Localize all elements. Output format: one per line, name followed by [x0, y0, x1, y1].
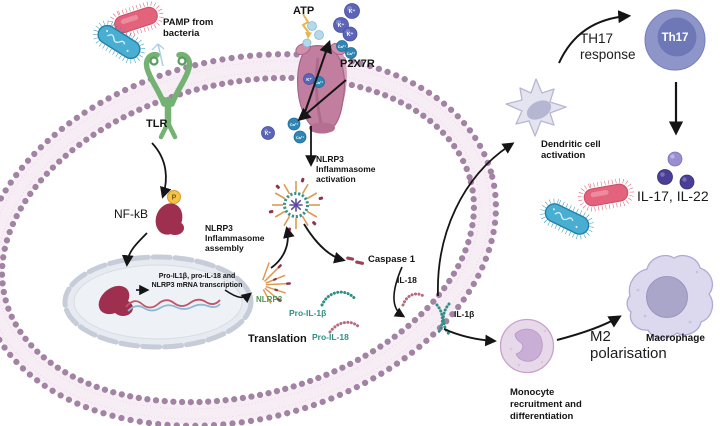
bacteria-red-icon	[578, 179, 633, 212]
arrow-caspase-to-il1b	[393, 266, 406, 318]
p2x7r-label: P2X7R	[340, 58, 375, 70]
ion-label: Ca²⁺	[338, 44, 347, 49]
phosphate-icon: P	[167, 190, 181, 204]
arrow-il1b-to-monocyte	[443, 328, 497, 347]
il17-il22-label: IL-17, IL-22	[637, 188, 709, 204]
pro-il1b-label: Pro-IL-1β	[289, 308, 327, 318]
il18-strand-icon	[401, 292, 427, 307]
il1b-strand-icon	[435, 302, 451, 336]
pro-il18-strand-icon	[328, 320, 362, 334]
potassium-ion-icon: K⁺	[344, 3, 360, 19]
tlr-label: TLR	[146, 118, 168, 130]
atp-icon	[301, 13, 324, 48]
potassium-ion-icon: K⁺	[261, 126, 275, 140]
macrophage-label: Macrophage	[646, 333, 705, 344]
pro-il1b-strand-icon	[320, 290, 358, 307]
calcium-ion-icon: Ca²⁺	[336, 40, 348, 52]
th17-response-label: TH17 response	[580, 31, 636, 62]
monocyte-icon	[499, 318, 555, 374]
caspase1-icon	[346, 256, 365, 265]
th17-cell-label: Th17	[661, 32, 689, 44]
ion-label: Ca²⁺	[347, 51, 356, 56]
arrow-m2-polarisation	[556, 315, 622, 341]
arrow-inflammasome-to-caspase	[303, 223, 346, 264]
ion-label: K⁺	[349, 8, 356, 15]
ion-label: K⁺	[306, 77, 312, 82]
nfkb-protein-icon	[155, 203, 184, 235]
pamp-label: PAMP from bacteria	[163, 17, 214, 40]
arrow-nucleus-to-nlrp3	[224, 289, 252, 303]
translation-label: Translation	[248, 333, 307, 345]
arrow-dendritic-to-th17	[558, 10, 632, 64]
calcium-ion-icon: Ca²⁺	[287, 117, 301, 131]
macrophage-icon	[626, 254, 714, 339]
dendritic-cell-icon	[505, 78, 567, 137]
nlrp3-label: NLRP3	[256, 295, 283, 304]
potassium-ion-icon: K⁺	[303, 73, 315, 85]
calcium-ion-icon: Ca²⁺	[345, 47, 357, 59]
nfkb-label: NF-kB	[114, 207, 148, 221]
inflammasome-icon	[268, 177, 324, 233]
arrow-assembly-to-activation	[270, 226, 295, 269]
monocyte-label: Monocyte recruitment and differentiation	[510, 387, 582, 422]
il18-label: IL-18	[397, 275, 417, 285]
nlrp3-protein-icon	[262, 262, 291, 304]
potassium-ion-icon: K⁺	[333, 17, 349, 33]
phosphate-label: P	[172, 195, 177, 202]
arrow-nfkb-to-nucleus	[121, 232, 148, 267]
pro-il18-label: Pro-IL-18	[312, 332, 349, 342]
dna-strand-icon	[125, 298, 221, 312]
ion-label: Ca²⁺	[290, 122, 299, 127]
ion-label: K⁺	[347, 31, 354, 38]
arrow-k-efflux	[304, 39, 332, 113]
arrow-ca-influx	[297, 79, 347, 122]
tlr-receptor-icon	[143, 43, 193, 140]
arrow-tlr-to-nfkb	[151, 142, 172, 199]
transcription-label: Pro-IL1β, pro-IL-18 and NLRP3 mRNA trans…	[151, 273, 243, 290]
il17-il22-dots-icon	[657, 151, 695, 190]
nucleus	[62, 254, 254, 350]
assembly-label: NLRP3 Inflammasome assembly	[205, 223, 265, 254]
caspase1-label: Caspase 1	[368, 254, 416, 265]
potassium-ion-icon: K⁺	[342, 26, 358, 42]
dendritic-label: Dendritic cell activation	[541, 139, 601, 162]
ion-label: Ca²⁺	[315, 80, 324, 85]
il1b-label: IL-1β	[454, 309, 475, 319]
p2x7r-receptor-icon	[295, 42, 347, 134]
th17-cell-icon	[644, 9, 706, 71]
cell-membrane	[0, 51, 500, 426]
arrow-il1b-to-dendritic	[437, 142, 515, 297]
ion-label: Ca²⁺	[296, 135, 305, 140]
ion-label: K⁺	[265, 131, 272, 137]
m2-label: M2 polarisation	[590, 328, 667, 363]
activation-label: NLRP3 Inflammasome activation	[316, 154, 376, 185]
calcium-ion-icon: Ca²⁺	[293, 130, 307, 144]
atp-label: ATP	[293, 5, 315, 17]
ion-label: K⁺	[338, 22, 345, 29]
